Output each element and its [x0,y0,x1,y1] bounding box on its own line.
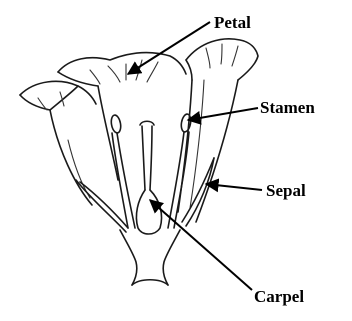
carpel-label: Carpel [254,287,304,306]
sepal-arrow [206,184,262,190]
carpel-drawing [136,121,161,234]
stamen-arrow [188,108,258,120]
stamen-label: Stamen [260,98,315,117]
carpel-arrow [150,200,252,290]
petal-label: Petal [214,13,251,32]
right-petal [178,39,258,222]
flower-drawing [20,39,258,285]
sepals [76,158,214,232]
sepal-label: Sepal [266,181,306,200]
receptacle [120,230,180,285]
label-arrows [128,22,262,290]
labels: Petal Stamen Sepal Carpel [214,13,315,306]
